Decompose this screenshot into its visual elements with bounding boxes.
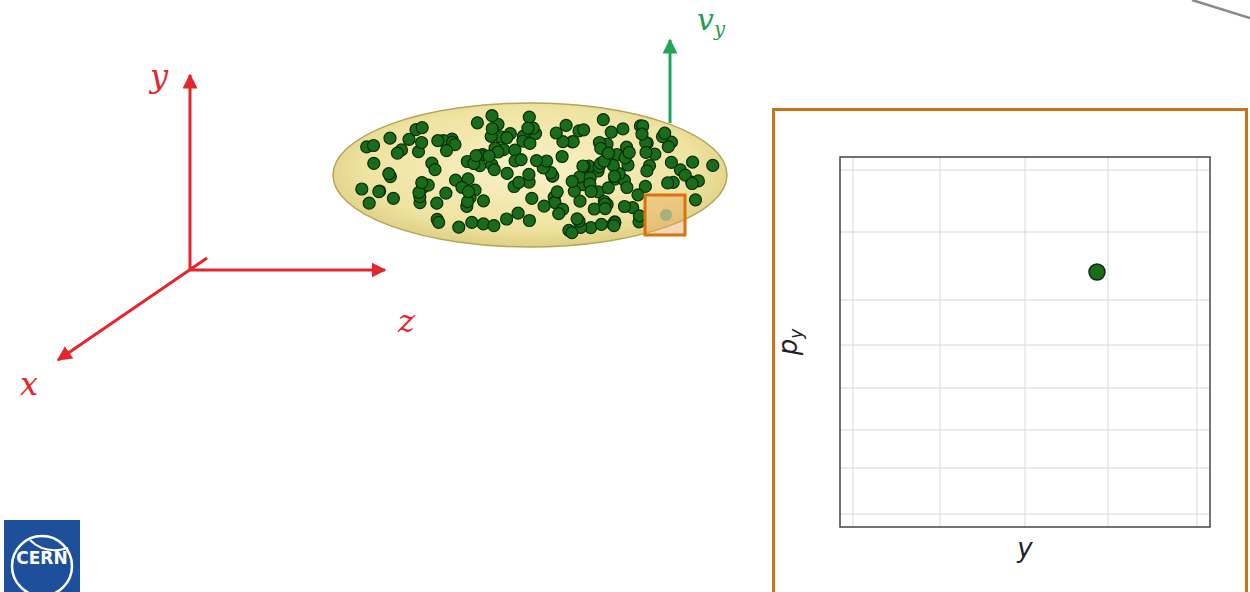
particle-dot	[431, 197, 443, 209]
particle-dot	[416, 177, 428, 189]
particle-dots	[356, 110, 719, 239]
particle-dot	[641, 165, 653, 177]
particle-dot	[356, 183, 368, 195]
axis-label: y	[150, 60, 168, 92]
particle-dot	[512, 207, 524, 219]
particle-dot	[636, 128, 648, 140]
particle-dot	[531, 155, 543, 167]
particle-dot	[550, 127, 562, 139]
particle-dot	[513, 176, 525, 188]
particle-dot	[466, 216, 478, 228]
particle-dot	[599, 203, 611, 215]
particle-dot	[523, 111, 535, 123]
particle-dot	[441, 145, 453, 157]
plot-axis-label: py	[775, 329, 805, 356]
particle-dot	[608, 220, 620, 232]
particle-dot	[686, 178, 698, 190]
particle-dot	[571, 213, 583, 225]
particle-dot	[585, 186, 597, 198]
particle-dot	[433, 216, 445, 228]
particle-dot	[384, 132, 396, 144]
particle-dot	[440, 187, 452, 199]
phase-space-panel: py y	[772, 108, 1248, 592]
particle-dot	[640, 146, 652, 158]
velocity-label: vy	[697, 5, 725, 39]
coordinate-axes	[58, 75, 385, 360]
particle-dot	[416, 137, 428, 149]
particle-dot	[623, 147, 635, 159]
particle-dot	[387, 192, 399, 204]
particle-dot	[453, 221, 465, 233]
particle-dot	[368, 157, 380, 169]
particle-dot	[707, 159, 719, 171]
particle-dot	[597, 114, 609, 126]
particle-dot	[488, 220, 500, 232]
particle-dot	[603, 147, 615, 159]
particle-dot	[526, 192, 538, 204]
particle-dot	[523, 215, 535, 227]
highlight-square	[645, 195, 685, 235]
particle-dot	[416, 122, 428, 134]
particle-dot	[608, 170, 620, 182]
phase-space-plot	[840, 157, 1210, 527]
particle-dot	[429, 164, 441, 176]
particle-dot	[578, 124, 590, 136]
velocity-arrow	[669, 40, 672, 123]
axis-label: x	[20, 368, 38, 400]
particle-dot	[617, 123, 629, 135]
particle-dot	[470, 150, 482, 162]
particle-dot	[602, 182, 614, 194]
particle-dot	[619, 201, 631, 213]
particle-dot	[621, 182, 633, 194]
particle-dot	[551, 186, 563, 198]
particle-dot	[391, 147, 403, 159]
particle-dot	[566, 227, 578, 239]
particle-dot	[501, 167, 513, 179]
axis-label: z	[398, 305, 415, 337]
particle-dot	[538, 200, 550, 212]
particle-dot	[486, 123, 498, 135]
particle-dot	[687, 156, 699, 168]
particle-dot	[368, 140, 380, 152]
particle-dot	[556, 151, 568, 163]
particle-dot	[577, 160, 589, 172]
particle-dot	[659, 127, 671, 139]
particle-dot	[432, 135, 444, 147]
particle-dot	[471, 117, 483, 129]
particle-dot	[403, 133, 415, 145]
particle-bunch	[333, 103, 727, 247]
particle-dot	[523, 168, 535, 180]
particle-dot	[501, 213, 513, 225]
particle-dot	[524, 137, 536, 149]
cern-logo	[4, 520, 80, 592]
particle-dot	[383, 168, 395, 180]
particle-dot	[486, 110, 498, 122]
particle-dot	[566, 175, 578, 187]
particle-dot	[553, 208, 565, 220]
particle-dot	[374, 185, 386, 197]
particle-dot	[416, 177, 428, 189]
particle-dot	[605, 126, 617, 138]
particle-dot	[501, 132, 513, 144]
particle-dot	[515, 154, 527, 166]
particle-dot	[373, 186, 385, 198]
particle-dot	[522, 122, 534, 134]
particle-dot	[488, 164, 500, 176]
particle-dot	[595, 218, 607, 230]
particle-dot	[363, 197, 375, 209]
logo-text: CERN	[16, 550, 67, 567]
plot-axis-label: y	[1017, 535, 1032, 561]
corner-line	[1192, 0, 1250, 18]
particle-dot	[690, 194, 702, 206]
particle-dot	[478, 195, 490, 207]
particle-dot	[483, 150, 495, 162]
highlighted-particle	[660, 209, 672, 221]
particle-dot	[665, 156, 677, 168]
particle-dot	[632, 189, 644, 201]
particle-dot	[462, 186, 474, 198]
particle-dot	[662, 177, 674, 189]
